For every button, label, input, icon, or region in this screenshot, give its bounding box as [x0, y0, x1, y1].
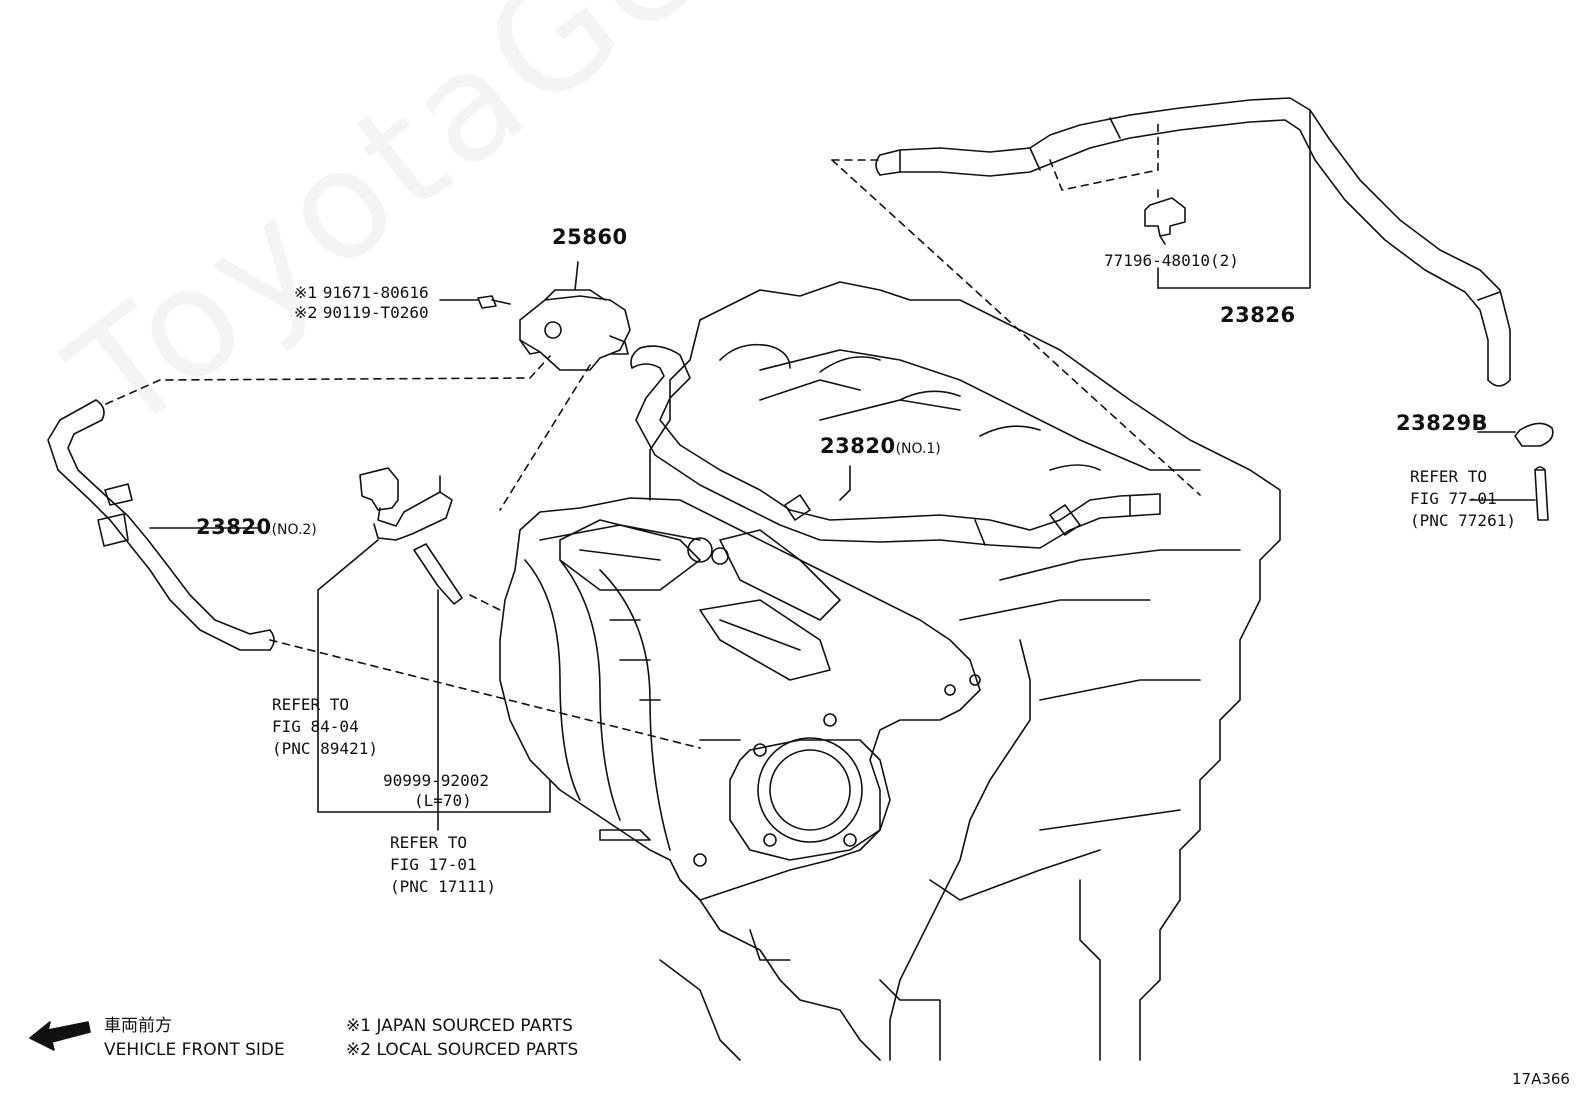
bracket-89421 [317, 539, 551, 813]
label-77196: 77196-48010(2) [1104, 251, 1239, 270]
figure-id: 17A366 [1512, 1070, 1570, 1088]
label-23826: 23826 [1220, 303, 1296, 327]
vehicle-front-en: VEHICLE FRONT SIDE [104, 1040, 285, 1060]
leader-lines-23826 [831, 119, 1201, 496]
refer-fig17-line3: (PNC 17111) [390, 877, 496, 896]
hose-23820-no2 [47, 399, 275, 651]
part-number-90119: 90119-T0260 [322, 303, 429, 322]
vehicle-front-legend: 車両前方 VEHICLE FRONT SIDE [104, 1014, 285, 1062]
suffix-no2: (NO.2) [271, 522, 317, 538]
note-japan-sourced: ※1 JAPAN SOURCED PARTS [346, 1016, 573, 1036]
hose-90999 [413, 543, 463, 605]
vehicle-front-arrow-icon [29, 1021, 91, 1051]
hose-23826 [875, 97, 1511, 387]
bolt-91671 [439, 295, 511, 309]
bracket-23826 [1157, 109, 1311, 289]
part-number-23820-no2: 23820 [196, 515, 272, 539]
refer-fig77-line1: REFER TO [1410, 467, 1488, 486]
refer-fig17-line1: REFER TO [390, 833, 468, 852]
clamp-23829B [1477, 422, 1554, 447]
label-23820-no1: 23820(NO.1) [820, 434, 941, 458]
refer-fig77[interactable]: REFER TO FIG 77-01 (PNC 77261) [1410, 466, 1516, 532]
hose-77261 [1511, 466, 1549, 521]
label-90119: ※2 90119-T0260 [294, 304, 429, 322]
refer-fig84-line1: REFER TO [272, 695, 350, 714]
refer-fig84-line3: (PNC 89421) [272, 739, 378, 758]
clip-77196 [1144, 197, 1186, 245]
suffix-no1: (NO.1) [895, 441, 941, 457]
refer-fig77-line3: (PNC 77261) [1410, 511, 1516, 530]
mark-1: ※1 [294, 283, 318, 302]
leader-lines-hoses [105, 355, 701, 749]
refer-fig17-line2: FIG 17-01 [390, 855, 477, 874]
label-23829B: 23829B [1396, 411, 1489, 435]
label-90999-length: (L=70) [414, 791, 472, 810]
refer-fig84-line2: FIG 84-04 [272, 717, 359, 736]
valve-25860 [519, 261, 631, 371]
refer-fig77-line2: FIG 77-01 [1410, 489, 1497, 508]
leader-23820-no1 [839, 465, 851, 501]
hose-23820-no1 [630, 345, 1161, 549]
label-23820-no2: 23820(NO.2) [196, 515, 317, 539]
vehicle-front-jp: 車両前方 [104, 1016, 172, 1036]
source-notes: ※1 JAPAN SOURCED PARTS ※2 LOCAL SOURCED … [346, 1014, 578, 1062]
intake-manifold [499, 497, 981, 901]
label-90999: 90999-92002 [383, 771, 489, 790]
refer-fig84[interactable]: REFER TO FIG 84-04 (PNC 89421) [272, 694, 378, 760]
mark-2: ※2 [294, 303, 318, 322]
engine-block-outline [649, 281, 1281, 1061]
part-number-23820-no1: 23820 [820, 434, 896, 458]
refer-fig17[interactable]: REFER TO FIG 17-01 (PNC 17111) [390, 832, 496, 898]
label-25860: 25860 [552, 225, 628, 249]
label-91671: ※1 91671-80616 [294, 284, 429, 302]
note-local-sourced: ※2 LOCAL SOURCED PARTS [346, 1040, 579, 1060]
part-number-91671: 91671-80616 [322, 283, 429, 302]
sensor-89421 [359, 467, 453, 541]
